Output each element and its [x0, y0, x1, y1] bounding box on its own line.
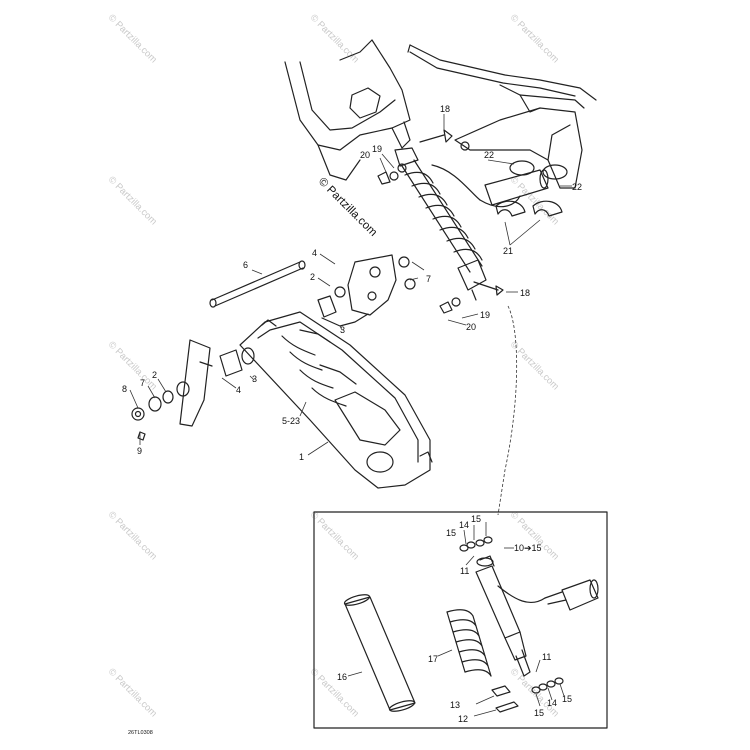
swingarm [239, 311, 433, 489]
callout-bushing-right-b: 3 [340, 325, 345, 335]
watermark-10: © Partzilla.com [508, 509, 561, 562]
callout-clamp-halves: 21 [503, 246, 513, 256]
right-bracket [317, 254, 416, 327]
reservoir-clamps [495, 160, 568, 217]
callout-clamp-right: 22 [572, 182, 582, 192]
brand-watermark: © Partzilla.com [316, 176, 379, 239]
watermark-9: © Partzilla.com [308, 509, 361, 562]
watermark-6: © Partzilla.com [106, 339, 159, 392]
watermark-1: © Partzilla.com [106, 12, 159, 65]
brand-watermark-text: © Partzilla.com [316, 176, 379, 239]
callout-inset-spring: 17 [428, 654, 438, 664]
callout-swingarm-kit: 5-23 [282, 416, 300, 426]
callout-nut-bottom: 20 [466, 322, 476, 332]
callout-inset-seal-bottom: 11 [542, 652, 551, 662]
callout-nut-left: 8 [122, 384, 127, 394]
watermark-text: © Partzilla.com [106, 12, 159, 65]
leader-lines [129, 114, 572, 456]
guide-line [497, 305, 518, 516]
callout-bushing-right-a: 4 [312, 248, 317, 258]
callout-spacer-left: 2 [152, 370, 157, 380]
callout-inset-sleeve: 16 [337, 672, 347, 682]
callout-nut-top: 20 [360, 150, 370, 160]
callout-bushing-left: 4 [236, 385, 241, 395]
inset-panel [313, 511, 608, 729]
callout-axle-shaft: 6 [243, 260, 248, 270]
callout-inset-washer-b: 14 [459, 520, 469, 530]
callout-bushing-left-b: 3 [252, 374, 257, 384]
callout-labels: 18 19 20 22 22 21 18 19 20 6 4 2 3 7 2 2… [122, 104, 582, 724]
callout-spacer-right-a: 2 [310, 272, 315, 282]
frame-upper-right [407, 44, 597, 189]
callout-clamp-left: 22 [484, 150, 494, 160]
axle-shaft [209, 260, 306, 308]
top-fasteners [377, 129, 453, 185]
background-watermarks: © Partzilla.com © Partzilla.com © Partzi… [106, 12, 561, 719]
callout-inset-washer-e: 14 [547, 698, 557, 708]
callout-washer-bottom: 19 [480, 310, 490, 320]
callout-inset-washer-f: 15 [562, 694, 572, 704]
shock-absorber [394, 147, 487, 301]
callout-inset-shock-ref: 10➔15 [514, 543, 542, 553]
callout-inset-retainer: 12 [458, 714, 468, 724]
frame-upper-left [284, 39, 411, 181]
watermark-2: © Partzilla.com [308, 12, 361, 65]
watermark-text: © Partzilla.com [508, 509, 561, 562]
watermark-text: © Partzilla.com [106, 339, 159, 392]
diagram-code: 26TL0308 [128, 730, 153, 736]
callout-shock-bolt-top: 18 [440, 104, 450, 114]
callout-cap-left: 9 [137, 446, 142, 456]
watermark-text: © Partzilla.com [106, 509, 159, 562]
watermark-text: © Partzilla.com [106, 666, 159, 719]
callout-washer-right-a: 7 [426, 274, 431, 284]
bottom-fasteners [439, 281, 504, 314]
callout-shock-bolt-bottom: 18 [520, 288, 530, 298]
callout-inset-guide: 13 [450, 700, 460, 710]
callout-washer-left: 7 [140, 378, 145, 388]
callout-washer-top: 19 [372, 144, 382, 154]
callout-inset-washer-c: 15 [471, 514, 481, 524]
callout-swingarm: 1 [299, 452, 304, 462]
watermark-3: © Partzilla.com [508, 12, 561, 65]
callout-inset-washer-a: 15 [446, 528, 456, 538]
watermark-4: © Partzilla.com [106, 174, 159, 227]
left-bracket [131, 339, 255, 441]
watermark-text: © Partzilla.com [106, 174, 159, 227]
watermark-text: © Partzilla.com [508, 12, 561, 65]
watermark-text: © Partzilla.com [308, 12, 361, 65]
watermark-text: © Partzilla.com [308, 509, 361, 562]
watermark-11: © Partzilla.com [106, 666, 159, 719]
watermark-8: © Partzilla.com [106, 509, 159, 562]
callout-inset-washer-d: 15 [534, 708, 544, 718]
callout-inset-seal-top: 11 [460, 566, 469, 576]
